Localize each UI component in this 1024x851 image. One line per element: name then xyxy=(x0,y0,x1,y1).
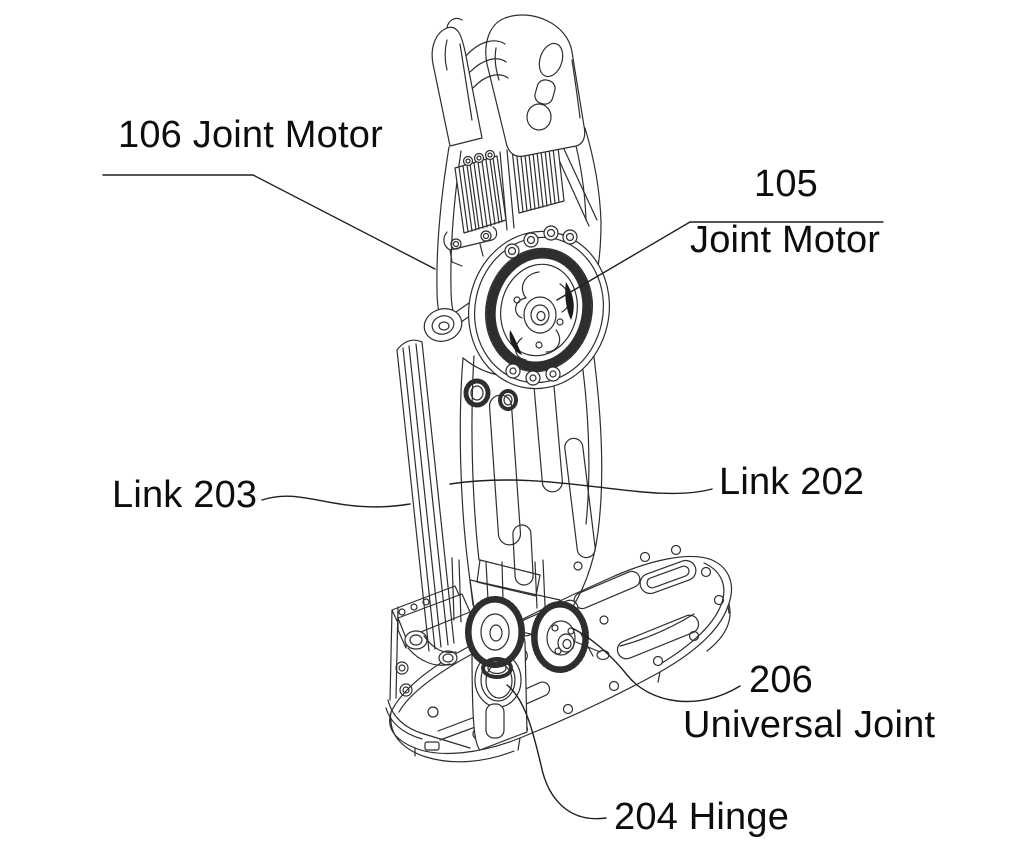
leader-106 xyxy=(102,174,436,270)
joint-motor-105-gear xyxy=(467,225,611,390)
leader-204 xyxy=(506,684,607,820)
leader-206 xyxy=(571,627,741,703)
label-105-joint-motor: Joint Motor xyxy=(690,219,881,261)
label-204-hinge: 204 Hinge xyxy=(614,796,790,838)
link-203-bars xyxy=(396,339,455,652)
label-105-number: 105 xyxy=(754,163,819,205)
label-206-number: 206 xyxy=(749,659,814,701)
link-202-frame xyxy=(451,341,603,641)
label-206-universal-joint: Universal Joint xyxy=(683,704,936,746)
label-link-203: Link 203 xyxy=(112,474,258,516)
leader-203 xyxy=(261,495,411,508)
label-106-joint-motor: 106 Joint Motor xyxy=(118,114,383,156)
top-clevis xyxy=(431,14,586,157)
leader-202 xyxy=(449,479,713,495)
label-link-202: Link 202 xyxy=(719,461,865,503)
leader-105 xyxy=(556,221,884,301)
